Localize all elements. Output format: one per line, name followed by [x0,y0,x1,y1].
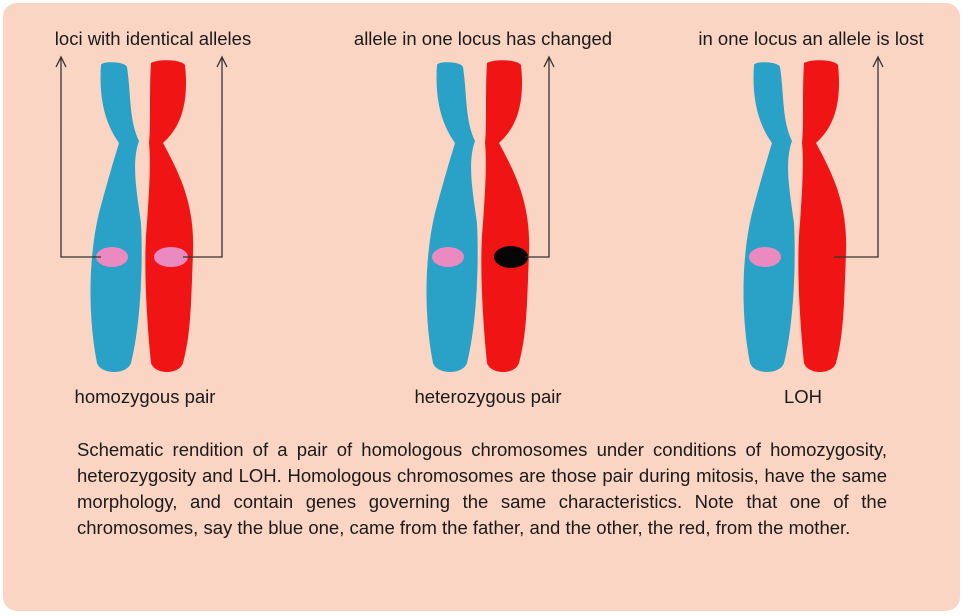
homozygous-pair [56,57,227,372]
figure-caption: Schematic rendition of a pair of homolog… [77,437,887,541]
allele-locus-maternal [154,247,188,267]
maternal-chromosome [481,60,529,372]
changed-allele-locus [494,246,528,268]
allele-locus-paternal [749,247,781,267]
allele-locus-paternal [432,247,464,267]
top-label-homozygous: loci with identical alleles [55,28,251,49]
chromosome-diagram: loci with identical alleles allele in on… [3,3,960,433]
paternal-chromosome [91,62,142,372]
heterozygous-pair [427,57,555,372]
pointer-line [525,57,549,257]
maternal-chromosome [145,60,193,372]
bottom-label-loh: LOH [784,386,822,407]
figure-panel: loci with identical alleles allele in on… [3,3,960,611]
maternal-chromosome [798,60,846,372]
paternal-chromosome [427,62,478,372]
top-label-loh: in one locus an allele is lost [698,28,923,49]
bottom-label-heterozygous: heterozygous pair [414,386,561,407]
paternal-chromosome [744,62,795,372]
loh-pair [744,57,884,372]
top-label-heterozygous: allele in one locus has changed [354,28,612,49]
pointer-line-left [61,57,101,257]
bottom-label-homozygous: homozygous pair [75,386,216,407]
